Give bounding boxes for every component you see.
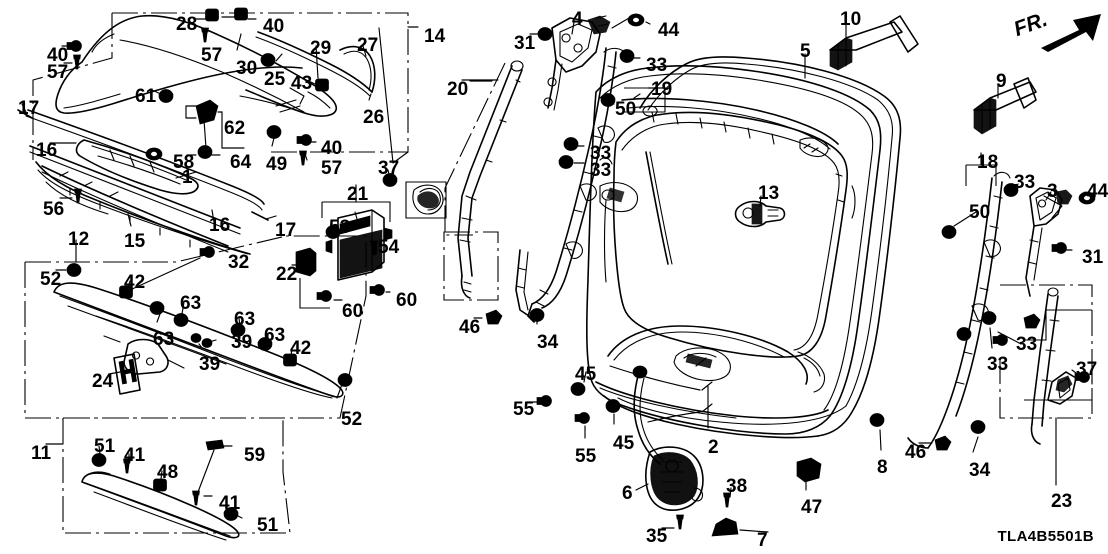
callout-45: 45	[575, 364, 597, 385]
callout-19: 19	[651, 79, 673, 100]
callout-8: 8	[877, 457, 888, 478]
callout-63: 63	[234, 309, 256, 330]
callout-5: 5	[800, 41, 811, 62]
diagram-code: TLA4B5501B	[997, 528, 1094, 545]
callout-20: 20	[447, 79, 469, 100]
callout-64: 64	[230, 152, 252, 173]
callout-2: 2	[708, 437, 719, 458]
callout-14: 14	[424, 26, 446, 47]
callout-27: 27	[357, 35, 379, 56]
callout-39: 39	[199, 354, 221, 375]
callout-28: 28	[176, 14, 198, 35]
callout-41: 41	[219, 493, 241, 514]
callout-10: 10	[840, 9, 862, 30]
callout-31: 31	[1082, 247, 1104, 268]
callout-33: 33	[590, 143, 612, 164]
callout-16: 16	[36, 140, 58, 161]
callout-56: 56	[43, 199, 65, 220]
callout-33: 33	[1014, 172, 1036, 193]
callout-18: 18	[977, 152, 999, 173]
callout-23: 23	[1051, 491, 1073, 512]
callout-51: 51	[94, 436, 116, 457]
callout-37: 37	[378, 158, 400, 179]
callout-33: 33	[646, 55, 668, 76]
callout-55: 55	[513, 399, 535, 420]
callout-59: 59	[244, 445, 266, 466]
callout-55: 55	[575, 446, 597, 467]
callout-29: 29	[310, 38, 332, 59]
callout-44: 44	[1087, 181, 1108, 202]
callout-44: 44	[658, 20, 680, 41]
callout-61: 61	[135, 86, 157, 107]
front-direction-arrow-icon	[1041, 14, 1101, 52]
callout-42: 42	[124, 272, 146, 293]
callout-24: 24	[92, 371, 114, 392]
callout-57: 57	[321, 158, 343, 179]
callout-46: 46	[905, 442, 927, 463]
callout-49: 49	[266, 154, 288, 175]
callout-17: 17	[18, 98, 40, 119]
callout-9: 9	[996, 71, 1007, 92]
callout-39: 39	[231, 332, 253, 353]
callout-52: 52	[40, 269, 62, 290]
callout-21: 21	[347, 184, 369, 205]
callout-43: 43	[291, 73, 313, 94]
callout-63: 63	[264, 325, 286, 346]
callout-54: 54	[378, 237, 400, 258]
callout-57: 57	[201, 45, 223, 66]
callout-40: 40	[321, 138, 343, 159]
callout-33: 33	[987, 354, 1009, 375]
callout-16: 16	[209, 215, 231, 236]
callout-37: 37	[1076, 359, 1098, 380]
callout-30: 30	[236, 58, 258, 79]
callout-50: 50	[969, 202, 991, 223]
callout-51: 51	[257, 515, 279, 536]
callout-12: 12	[68, 229, 90, 250]
callout-7: 7	[757, 530, 768, 551]
callout-60: 60	[342, 301, 364, 322]
callout-58: 58	[173, 152, 195, 173]
callout-40: 40	[263, 16, 285, 37]
callout-33: 33	[1016, 334, 1038, 355]
callout-47: 47	[801, 497, 823, 518]
callout-11: 11	[31, 443, 52, 464]
callout-25: 25	[264, 69, 286, 90]
callout-40: 40	[47, 45, 69, 66]
callout-62: 62	[224, 118, 246, 139]
callout-17: 17	[275, 220, 297, 241]
callout-22: 22	[276, 264, 298, 285]
callout-3: 3	[1047, 181, 1058, 202]
callout-48: 48	[157, 462, 179, 483]
callout-33: 33	[590, 160, 612, 181]
callout-50: 50	[615, 99, 637, 120]
callout-38: 38	[726, 476, 748, 497]
callout-35: 35	[646, 526, 668, 547]
callout-1: 1	[182, 167, 193, 188]
callout-45: 45	[613, 433, 635, 454]
callout-46: 46	[459, 317, 481, 338]
callout-60: 60	[396, 290, 418, 311]
callout-57: 57	[47, 62, 69, 83]
callout-15: 15	[124, 231, 146, 252]
callout-42: 42	[290, 338, 312, 359]
callout-26: 26	[363, 107, 385, 128]
callout-34: 34	[537, 332, 559, 353]
callout-32: 32	[228, 252, 250, 273]
callout-13: 13	[758, 183, 780, 204]
callout-63: 63	[180, 293, 202, 314]
callout-34: 34	[969, 460, 991, 481]
callout-4: 4	[572, 9, 583, 30]
callout-6: 6	[622, 483, 633, 504]
callout-53: 53	[329, 217, 351, 238]
callout-63: 63	[153, 329, 175, 350]
callout-41: 41	[124, 445, 146, 466]
callout-52: 52	[341, 409, 363, 430]
callout-31: 31	[514, 33, 536, 54]
